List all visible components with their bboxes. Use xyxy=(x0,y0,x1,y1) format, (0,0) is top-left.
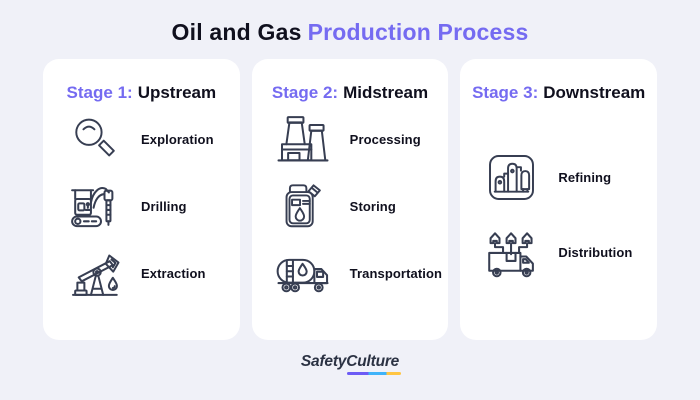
stage-card-upstream: Stage 1:Upstream Exploration xyxy=(43,59,240,340)
stage-items: Refining xyxy=(460,149,657,280)
stage-cards: Stage 1:Upstream Exploration xyxy=(0,46,700,340)
item-label: Exploration xyxy=(141,131,214,147)
jerrycan-icon xyxy=(273,179,333,233)
stage-number-label: Stage 3: xyxy=(472,83,539,102)
brand-logo-second: Culture xyxy=(346,353,402,375)
stage-number-label: Stage 1: xyxy=(66,83,133,102)
list-item-transportation: Transportation xyxy=(273,245,449,301)
brand-logo-first: Safety xyxy=(300,353,347,370)
stage-number-label: Stage 2: xyxy=(271,83,339,102)
item-label: Distribution xyxy=(558,244,633,260)
magnifier-icon xyxy=(64,112,124,166)
stage-card-midstream: Stage 2:Midstream Processing xyxy=(251,59,449,340)
stage-heading: Stage 2:Midstream xyxy=(252,83,449,103)
distribution-truck-icon xyxy=(481,224,541,281)
footer: SafetyCulture xyxy=(0,353,700,375)
stage-heading: Stage 1:Upstream xyxy=(43,83,240,103)
item-label: Extraction xyxy=(141,265,206,281)
stage-name-label: Midstream xyxy=(343,83,429,102)
page-title-prefix: Oil and Gas xyxy=(171,19,302,45)
list-item-drilling: Drilling xyxy=(64,178,240,234)
item-label: Refining xyxy=(558,169,612,185)
drill-rig-icon xyxy=(64,178,124,234)
list-item-processing: Processing xyxy=(273,111,449,167)
pumpjack-icon xyxy=(64,245,124,301)
brand-logo: SafetyCulture xyxy=(300,353,402,375)
list-item-exploration: Exploration xyxy=(64,111,240,167)
item-label: Transportation xyxy=(349,265,443,281)
stage-heading: Stage 3:Downstream xyxy=(460,83,657,103)
stage-items: Processing Storing xyxy=(252,111,449,301)
page-title-highlight: Production Process xyxy=(307,19,529,45)
stage-items: Exploration xyxy=(43,111,240,301)
list-item-distribution: Distribution xyxy=(481,224,657,280)
item-label: Drilling xyxy=(141,198,187,214)
brand-underline xyxy=(347,371,402,375)
stage-card-downstream: Stage 3:Downstream xyxy=(460,59,658,340)
list-item-extraction: Extraction xyxy=(64,245,240,301)
stage-name-label: Downstream xyxy=(543,83,646,102)
item-label: Processing xyxy=(349,131,421,147)
refinery-icon xyxy=(481,150,541,205)
tanker-truck-icon xyxy=(273,245,333,301)
item-label: Storing xyxy=(349,198,396,214)
list-item-storing: Storing xyxy=(273,178,449,234)
stage-name-label: Upstream xyxy=(137,83,217,102)
factory-icon xyxy=(273,111,333,167)
list-item-refining: Refining xyxy=(481,149,657,205)
